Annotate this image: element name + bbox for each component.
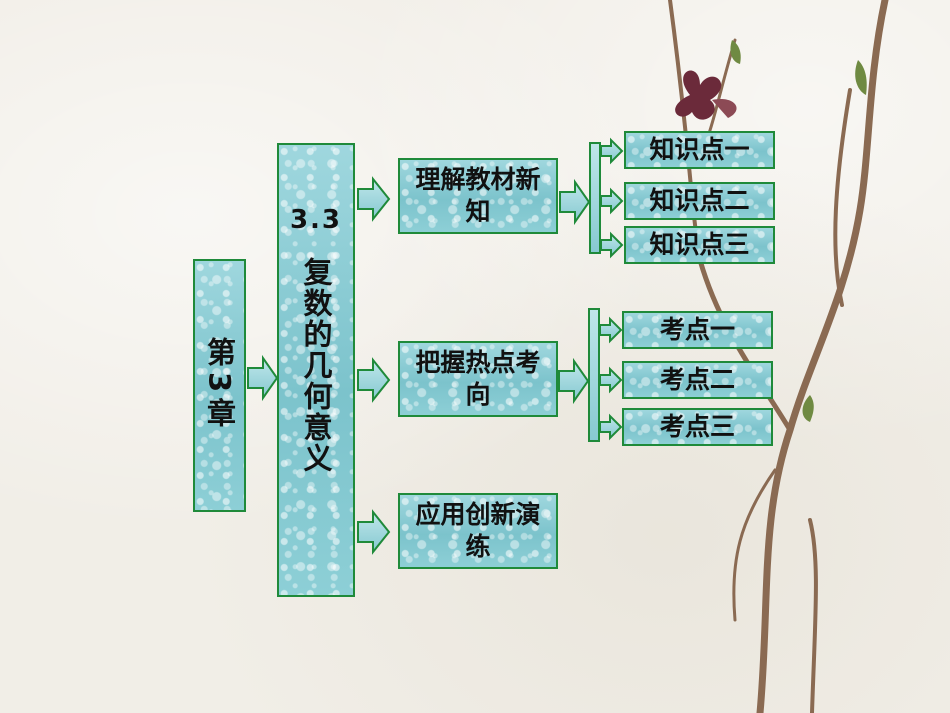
topic-box-understand[interactable]: 理解教材新知 [398, 158, 558, 234]
chapter-box[interactable]: 第3章 [193, 259, 246, 512]
leaf-label: 知识点一 [649, 135, 750, 164]
topic-box-hotspots[interactable]: 把握热点考向 [398, 341, 558, 417]
leaf-exam-point-2[interactable]: 考点二 [622, 361, 773, 399]
flower-decoration [675, 70, 737, 120]
bracket-1 [589, 142, 601, 254]
leaf-label: 考点三 [659, 412, 735, 441]
bracket-2 [588, 308, 600, 442]
chapter-label: 第3章 [202, 337, 237, 434]
leaf-knowledge-point-3[interactable]: 知识点三 [624, 226, 775, 264]
leaf-exam-point-1[interactable]: 考点一 [622, 311, 773, 349]
arrow-topic-2-to-bracket [558, 357, 590, 405]
leaf-label: 考点二 [659, 365, 735, 394]
topic-label: 理解教材新知 [415, 165, 541, 226]
arrow-to-leaf-6 [599, 413, 623, 441]
leaf-knowledge-point-1[interactable]: 知识点一 [624, 131, 775, 169]
arrow-to-leaf-2 [600, 187, 624, 215]
topic-label: 应用创新演练 [415, 500, 541, 561]
arrow-to-leaf-4 [599, 316, 623, 344]
section-box[interactable]: 3.3 复数的几何意义 [277, 143, 355, 597]
arrow-chapter-to-section [247, 354, 279, 402]
leaf-exam-point-3[interactable]: 考点三 [622, 408, 773, 446]
arrow-to-leaf-5 [599, 366, 623, 394]
leaf-label: 考点一 [659, 315, 735, 344]
leaf-knowledge-point-2[interactable]: 知识点二 [624, 182, 775, 220]
arrow-topic-1-to-bracket [559, 178, 591, 226]
leaf-label: 知识点三 [649, 230, 750, 259]
section-title: 复数的几何意义 [299, 257, 333, 474]
arrow-to-leaf-3 [600, 231, 624, 259]
arrow-to-topic-3 [357, 509, 391, 555]
arrow-to-topic-2 [357, 357, 391, 403]
arrow-to-leaf-1 [600, 137, 624, 165]
section-number: 3.3 [289, 205, 343, 235]
topic-box-practice[interactable]: 应用创新演练 [398, 493, 558, 569]
leaf-label: 知识点二 [649, 186, 750, 215]
arrow-to-topic-1 [357, 176, 391, 222]
topic-label: 把握热点考向 [415, 348, 541, 409]
